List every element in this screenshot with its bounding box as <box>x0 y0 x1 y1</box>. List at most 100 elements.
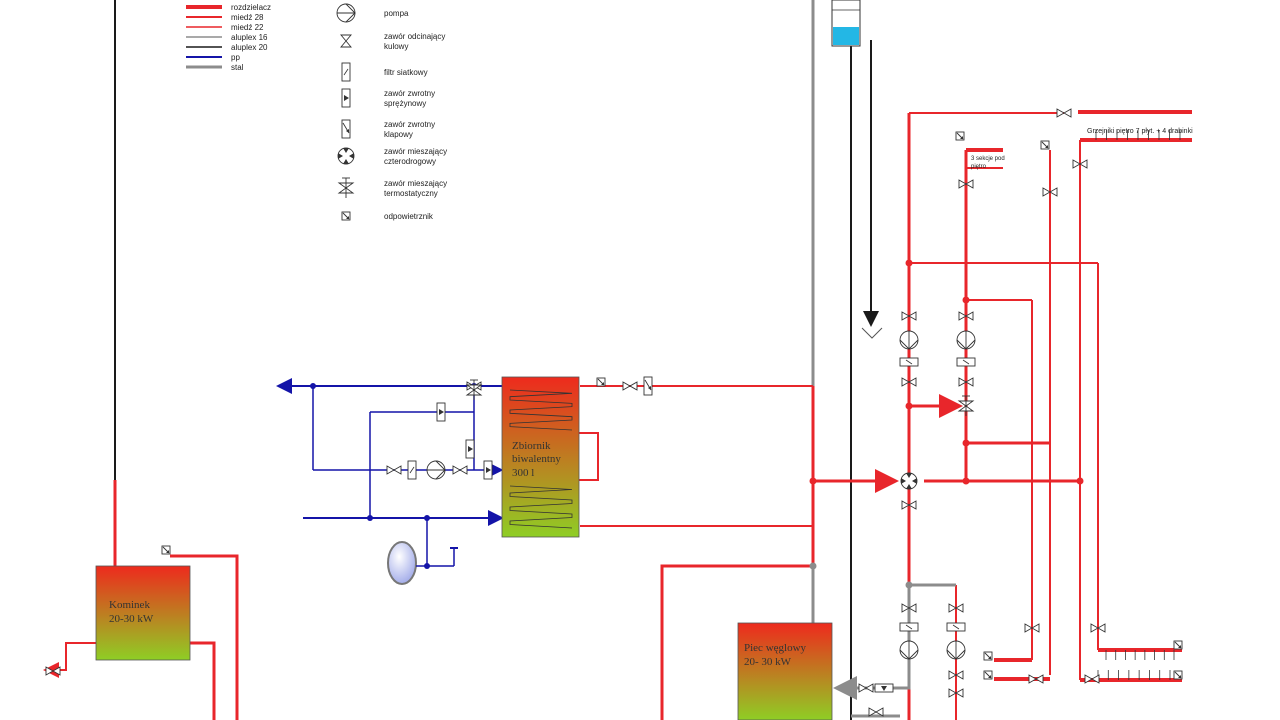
placed-symbols <box>45 108 1183 717</box>
fireplace-label-2: 20-30 kW <box>109 613 154 625</box>
pump-icon <box>946 640 966 660</box>
pump-icon <box>899 330 919 350</box>
steel-stove-pipes <box>833 583 956 718</box>
horizontal-valve-icon <box>901 377 917 387</box>
steel-junction <box>905 581 913 589</box>
radiator-combs <box>1095 130 1181 680</box>
horizontal-valve-icon <box>386 465 402 475</box>
legend-symbol-0: pompa <box>336 3 409 23</box>
horizontal-valve-icon <box>1090 623 1106 633</box>
spring-check-valve-icon <box>465 439 475 459</box>
legend-pipe-label: aluplex 20 <box>231 43 268 52</box>
spring-check-valve-icon <box>341 88 351 108</box>
copper-junctions <box>809 259 1084 485</box>
mesh-filter-icon <box>407 460 417 480</box>
mesh-filter-icon <box>341 62 351 82</box>
legend-symbol-label: zawór mieszający <box>384 147 447 156</box>
horizontal-valve-icon <box>948 688 964 698</box>
legend-symbol-7: odpowietrznik <box>341 211 434 221</box>
legend-symbol-label: odpowietrznik <box>384 212 434 221</box>
horizontal-valve-icon <box>958 179 974 189</box>
horizontal-valve-icon <box>1072 159 1088 169</box>
legend-symbol-label: zawór zwrotny <box>384 89 435 98</box>
horizontal-valve-icon <box>45 666 61 676</box>
tank-label-3: 300 l <box>512 467 534 479</box>
horizontal-valve-icon <box>452 465 468 475</box>
legend-symbol-2: filtr siatkowy <box>341 62 428 82</box>
legend-pipe-5: pp <box>186 53 240 62</box>
legend-symbol-label: klapowy <box>384 130 413 139</box>
legend-symbol-label: filtr siatkowy <box>384 68 428 77</box>
horizontal-valve-icon <box>868 707 884 717</box>
fireplace-label-1: Kominek <box>109 599 150 611</box>
open-expansion-tank <box>831 0 861 47</box>
thermostatic-mixing-valve-icon <box>465 379 483 400</box>
legend-pipe-4: aluplex 20 <box>186 43 268 52</box>
stove-label-1: Piec węglowy <box>744 642 807 654</box>
air-vent-icon <box>161 545 171 555</box>
pump-icon <box>956 330 976 350</box>
mesh-filter-icon <box>946 622 966 632</box>
spring-check-valve-icon <box>436 402 446 422</box>
thermostatic-mixing-valve-icon <box>957 395 975 416</box>
horizontal-valve-icon <box>958 377 974 387</box>
legend-pipe-3: aluplex 16 <box>186 33 268 42</box>
bivalent-tank-box: Zbiornik biwalentny 300 l <box>501 376 580 538</box>
radiators-floor-label: Grzejniki piętro 7 płyt. + 4 drabinki <box>1087 128 1193 135</box>
air-vent-icon <box>955 131 965 141</box>
coal-stove-box: Piec węglowy 20- 30 kW <box>737 622 833 720</box>
legend-symbol-label: sprężynowy <box>384 99 426 108</box>
legend-pipe-1: miedź 28 <box>186 13 264 22</box>
tank-label-2: biwalentny <box>512 453 561 465</box>
legend-pipe-label: pp <box>231 53 240 62</box>
pump-icon <box>899 640 919 660</box>
horizontal-valve-icon <box>948 670 964 680</box>
air-vent-icon <box>1173 640 1183 650</box>
four-way-mixing-valve-icon <box>337 147 355 165</box>
legend-pipe-label: miedź 28 <box>231 13 264 22</box>
horizontal-valve-icon <box>901 311 917 321</box>
legend-symbol-label: czterodrogowy <box>384 157 436 166</box>
air-vent-icon <box>596 377 606 387</box>
legend-symbol-label: zawór zwrotny <box>384 120 435 129</box>
pump-icon <box>426 460 446 480</box>
horizontal-valve-icon <box>901 603 917 613</box>
mesh-filter-icon <box>956 357 976 367</box>
four-way-mixing-valve-icon <box>900 472 918 490</box>
pump-icon <box>336 3 356 23</box>
horizontal-valve-icon <box>948 603 964 613</box>
horizontal-valve-icon <box>1028 674 1044 684</box>
legend-symbol-label: pompa <box>384 9 409 18</box>
sections-label-2: piętro <box>971 164 987 170</box>
air-vent-icon <box>341 211 351 221</box>
air-vent-icon <box>1173 670 1183 680</box>
flap-check-valve-icon <box>643 376 653 396</box>
flap-check-valve-icon <box>341 119 351 139</box>
air-vent-icon <box>983 670 993 680</box>
legend-symbol-label: zawór mieszający <box>384 179 447 188</box>
legend-pipe-label: miedź 22 <box>231 23 264 32</box>
ball-valve-icon <box>340 34 352 48</box>
structural-lines <box>114 0 879 720</box>
air-vent-icon <box>983 651 993 661</box>
pp-junctions <box>310 383 477 569</box>
thermostatic-mixing-valve-icon <box>337 177 355 198</box>
steel-junction <box>809 562 817 570</box>
legend-pipe-label: stal <box>231 63 244 72</box>
horizontal-valve-icon <box>1056 108 1072 118</box>
sections-label-1: 3 sekcje pod <box>971 156 1005 162</box>
legend-symbol-label: zawór odcinający <box>384 32 445 41</box>
legend-pipe-label: rozdzielacz <box>231 3 271 12</box>
legend-pipe-label: aluplex 16 <box>231 33 268 42</box>
horizontal-valve-icon <box>901 500 917 510</box>
copper-heating-pipes <box>43 110 1192 720</box>
legend-pipe-6: stal <box>186 63 244 72</box>
